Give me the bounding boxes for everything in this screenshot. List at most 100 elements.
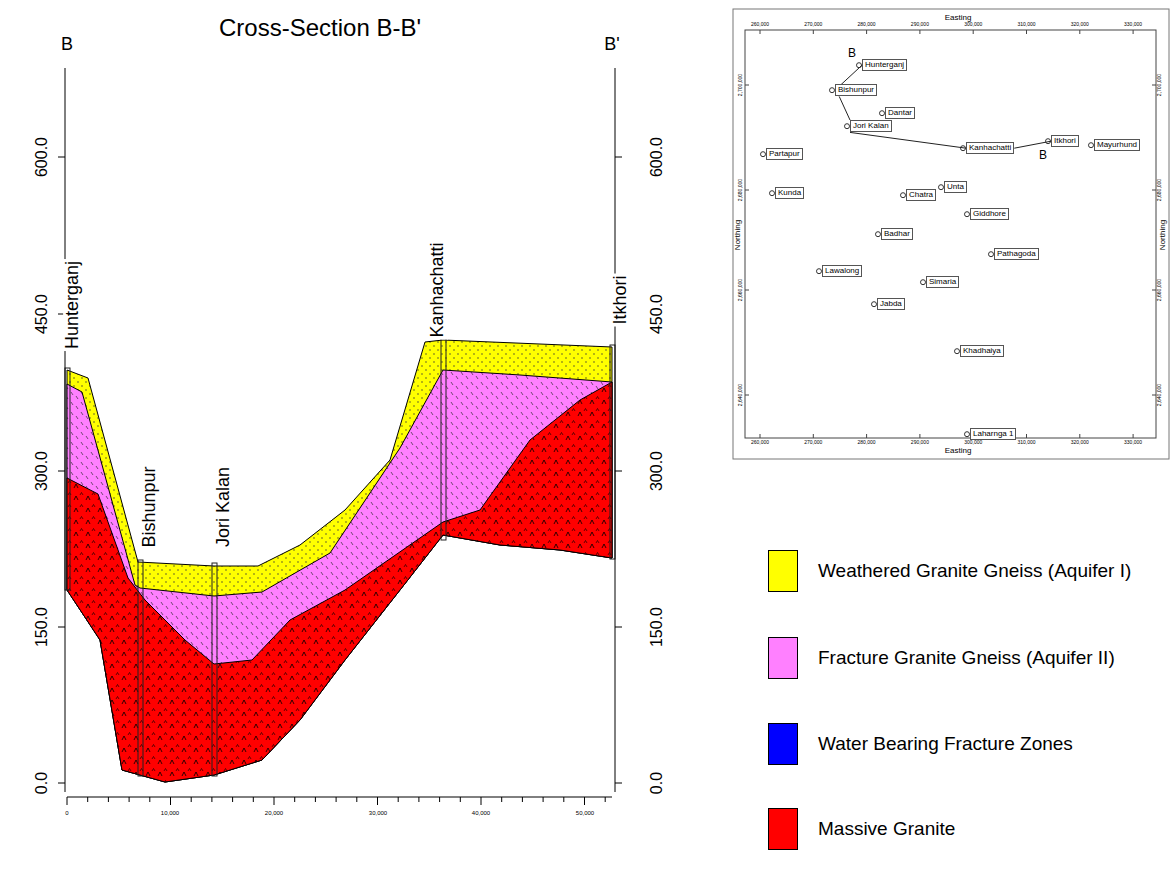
station-marker: [989, 252, 994, 257]
legend-text: Weathered Granite Gneiss (Aquifer I): [818, 560, 1131, 582]
axis-tick: [58, 627, 65, 628]
strata: [67, 340, 612, 782]
coordinate-label: 310,000: [1017, 22, 1035, 28]
station-marker: [761, 152, 766, 157]
axis-line: [65, 68, 66, 792]
legend-swatch: [768, 723, 798, 765]
coordinate-label: 290,000: [911, 440, 929, 446]
legend-swatch: [768, 550, 798, 592]
axis-line: [67, 797, 612, 798]
axis-tick: [377, 797, 378, 805]
map-tick: [745, 85, 749, 86]
borehole-name: Bishunpur: [140, 464, 160, 549]
map-tick: [919, 30, 920, 34]
place-label-box: Bishunpur: [835, 84, 877, 96]
axis-tick: [108, 797, 109, 802]
section-end: B': [604, 35, 619, 55]
distance-label: 20,000: [265, 810, 283, 817]
legend-swatch: [768, 808, 798, 850]
place-label-box: Giddhore: [970, 208, 1009, 220]
axis-line: [615, 68, 616, 792]
station-marker: [845, 124, 850, 129]
place-name: Hunterganj: [865, 60, 904, 70]
borehole-name: Kanhachatti: [428, 240, 448, 339]
place-name: Chatra: [909, 190, 933, 200]
coordinate-label: 270,000: [804, 22, 822, 28]
coordinate-label: 320,000: [1071, 440, 1089, 446]
fractured-layer: [67, 370, 612, 782]
legend-text: Fracture Granite Gneiss (Aquifer II): [818, 647, 1115, 669]
axis-tick: [615, 783, 622, 784]
place-label-box: Kunda: [775, 187, 804, 199]
place-label-box: Jabda: [877, 298, 905, 310]
place-label-box: Mayurhund: [1094, 139, 1140, 151]
elevation-label: 450.0: [33, 294, 51, 334]
borehole: [212, 563, 217, 776]
place-name: Bishunpur: [838, 85, 874, 95]
elevation-label: 0.0: [648, 772, 666, 794]
legend-item: Water Bearing Fracture Zones: [768, 723, 1073, 765]
place-label-box: Kanhachatti: [966, 142, 1014, 154]
map-tick: [813, 30, 814, 34]
axis-tick: [58, 783, 65, 784]
borehole-name: Hunterganj: [63, 259, 83, 351]
map-tick: [919, 434, 920, 438]
section-line: [1014, 141, 1051, 148]
place-name: Lawalong: [825, 266, 859, 276]
map-tick: [1079, 30, 1080, 34]
elevation-label: 450.0: [648, 294, 666, 334]
map-tick: [745, 290, 749, 291]
legend-item: Fracture Granite Gneiss (Aquifer II): [768, 637, 1115, 679]
coordinate-label: 270,000: [804, 440, 822, 446]
borehole-name: Jori Kalan: [214, 465, 234, 549]
map-tick: [1133, 434, 1134, 438]
axis-title: Easting: [945, 14, 972, 23]
axis-tick: [605, 797, 606, 802]
axis-tick: [274, 797, 275, 805]
borehole: [441, 338, 446, 540]
place-name: Dantar: [888, 108, 912, 118]
axis-tick: [615, 157, 622, 158]
coordinate-label: 2,680,000: [1157, 179, 1163, 201]
coordinate-label: 2,680,000: [738, 179, 744, 201]
elevation-label: 600.0: [648, 137, 666, 177]
coordinate-label: 2,640,000: [738, 384, 744, 406]
axis-tick: [58, 157, 65, 158]
place-name: Mayurhund: [1097, 140, 1137, 150]
axis-tick: [522, 797, 523, 802]
place-name: Kanhachatti: [969, 143, 1011, 153]
coordinate-label: 280,000: [858, 22, 876, 28]
map-tick: [745, 190, 749, 191]
station-marker: [872, 302, 877, 307]
place-label-box: Laharnga 1: [970, 428, 1016, 440]
axis-tick: [501, 797, 502, 802]
elevation-label: 0.0: [33, 772, 51, 794]
station-marker: [876, 232, 881, 237]
station-marker: [817, 269, 822, 274]
coordinate-label: 2,700,000: [738, 74, 744, 96]
legend-swatch: [768, 637, 798, 679]
place-label-box: Itkhori: [1051, 135, 1079, 147]
station-marker: [1089, 143, 1094, 148]
borehole-columns: [65, 338, 615, 776]
axis-tick: [336, 797, 337, 802]
axis-tick: [584, 797, 585, 805]
station-marker: [965, 432, 970, 437]
coordinate-label: 330,000: [1124, 440, 1142, 446]
map-border: [733, 9, 1169, 459]
axis-tick: [149, 797, 150, 802]
borehole: [65, 368, 70, 590]
station-marker: [965, 212, 970, 217]
distance-label: 30,000: [369, 810, 387, 817]
legend-item: Massive Granite: [768, 808, 955, 850]
place-label-box: Unta: [944, 181, 967, 193]
map-tick: [1152, 190, 1156, 191]
place-label-box: Partapur: [766, 148, 803, 160]
place-name: Itkhori: [1054, 136, 1076, 146]
section-end: B: [61, 35, 73, 55]
axis-tick: [58, 471, 65, 472]
axis-tick: [439, 797, 440, 802]
borehole: [610, 345, 615, 559]
place-name: Jabda: [880, 299, 902, 309]
coordinate-label: 290,000: [911, 22, 929, 28]
